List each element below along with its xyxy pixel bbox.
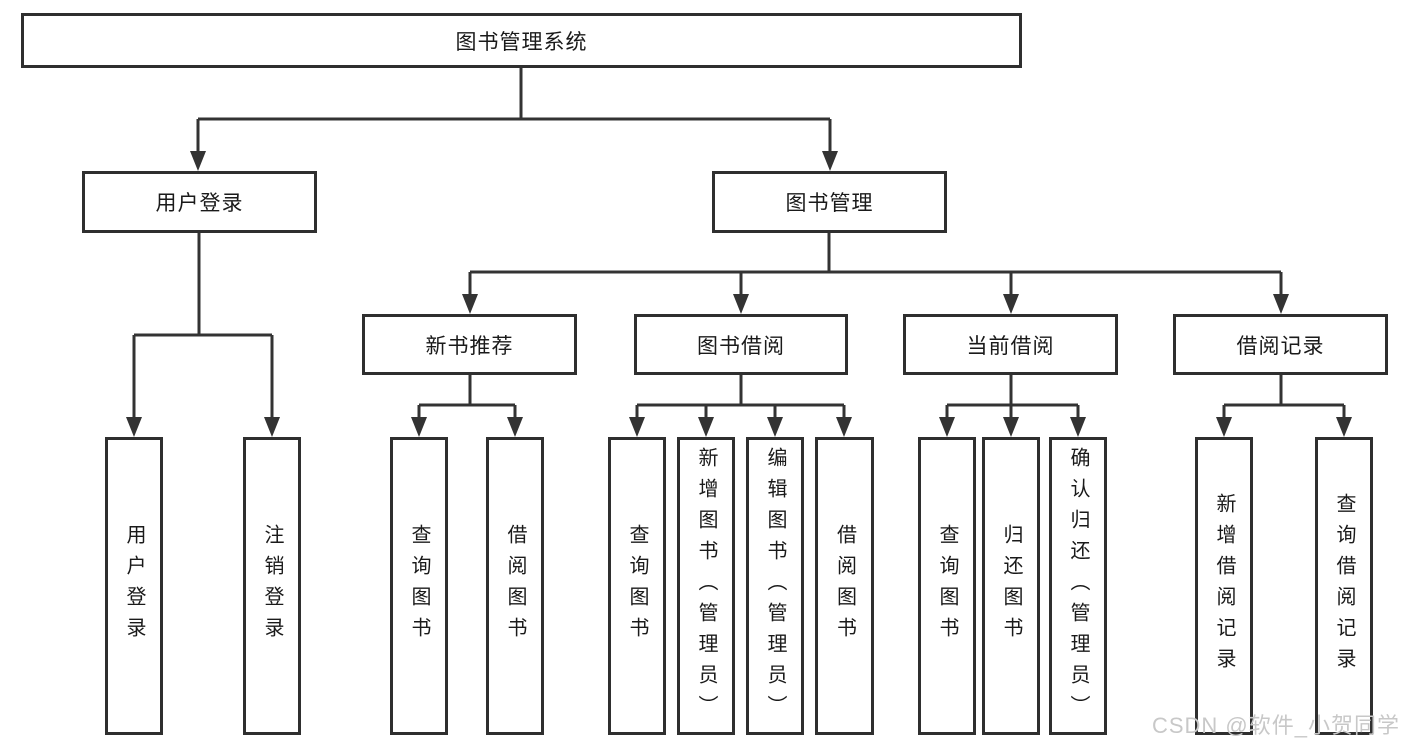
arrowhead-icon <box>1336 417 1352 437</box>
node-root-label: 图书管理系统 <box>455 30 588 54</box>
arrowhead-icon <box>1003 294 1019 314</box>
node-book-management-label: 图书管理 <box>785 192 874 215</box>
node-leaf-logout: 注销登录 <box>243 437 301 735</box>
arrowhead-icon <box>629 417 645 437</box>
node-leaf-recommend-borrow-books-label: 借阅图书 <box>504 524 526 648</box>
node-leaf-records-add-record-label: 新增借阅记录 <box>1213 493 1235 679</box>
connector-borrow-records-children <box>1222 375 1346 419</box>
node-leaf-current-confirm-return: 确认归还（管理员） <box>1049 437 1107 735</box>
connector-book-management-children <box>468 233 1283 296</box>
arrowhead-icon <box>698 417 714 437</box>
node-leaf-borrow-borrow-books-label: 借阅图书 <box>833 524 856 648</box>
arrowhead-icon <box>411 417 427 437</box>
arrowhead-icon <box>462 294 478 314</box>
arrowhead-icon <box>1216 417 1232 437</box>
node-root: 图书管理系统 <box>21 13 1022 68</box>
node-leaf-recommend-borrow-books: 借阅图书 <box>486 437 544 735</box>
node-leaf-user-login: 用户登录 <box>105 437 163 735</box>
node-leaf-current-return-books: 归还图书 <box>982 437 1040 735</box>
csdn-watermark: CSDN @软件_小贺同学 <box>1151 713 1400 738</box>
node-leaf-recommend-query-books-label: 查询图书 <box>408 524 430 648</box>
arrowhead-icon <box>1273 294 1289 314</box>
node-leaf-borrow-add-books-label: 新增图书（管理员） <box>695 446 717 726</box>
arrowhead-icon <box>733 294 749 314</box>
connector-user-login-children <box>132 233 274 419</box>
node-borrow-records: 借阅记录 <box>1173 314 1388 375</box>
connector-root-to-level2 <box>196 68 832 153</box>
connector-book-borrow-children <box>635 375 846 419</box>
node-current-borrow: 当前借阅 <box>903 314 1118 375</box>
node-leaf-logout-label: 注销登录 <box>261 524 283 648</box>
node-leaf-current-query-books-label: 查询图书 <box>936 524 958 648</box>
node-leaf-records-query-record-label: 查询借阅记录 <box>1333 493 1355 679</box>
arrowhead-icon <box>507 417 523 437</box>
node-leaf-borrow-add-books: 新增图书（管理员） <box>677 437 735 735</box>
node-leaf-borrow-query-books: 查询图书 <box>608 437 666 735</box>
node-user-login: 用户登录 <box>82 171 317 233</box>
arrowhead-icon <box>822 151 838 171</box>
arrowhead-icon <box>190 151 206 171</box>
node-leaf-records-add-record: 新增借阅记录 <box>1195 437 1253 735</box>
node-new-book-recommend-label: 新书推荐 <box>425 334 514 358</box>
node-leaf-borrow-borrow-books: 借阅图书 <box>815 437 874 735</box>
arrowhead-icon <box>1070 417 1086 437</box>
node-book-borrow: 图书借阅 <box>634 314 848 375</box>
node-book-borrow-label: 图书借阅 <box>697 334 785 358</box>
node-new-book-recommend: 新书推荐 <box>362 314 577 375</box>
node-current-borrow-label: 当前借阅 <box>966 334 1055 358</box>
arrowhead-icon <box>836 417 852 437</box>
node-book-management: 图书管理 <box>712 171 947 233</box>
node-borrow-records-label: 借阅记录 <box>1236 334 1325 358</box>
connector-new-book-recommend-children <box>417 375 517 419</box>
arrowhead-icon <box>126 417 142 437</box>
node-leaf-borrow-edit-books-label: 编辑图书（管理员） <box>764 446 786 726</box>
node-leaf-user-login-label: 用户登录 <box>123 524 145 648</box>
node-leaf-records-query-record: 查询借阅记录 <box>1315 437 1373 735</box>
node-leaf-recommend-query-books: 查询图书 <box>390 437 448 735</box>
node-leaf-current-confirm-return-label: 确认归还（管理员） <box>1067 446 1089 726</box>
arrowhead-icon <box>767 417 783 437</box>
node-leaf-current-return-books-label: 归还图书 <box>1000 524 1022 648</box>
arrowhead-icon <box>1003 417 1019 437</box>
connector-current-borrow-children <box>945 375 1080 419</box>
node-user-login-label: 用户登录 <box>155 192 244 215</box>
arrowhead-icon <box>264 417 280 437</box>
arrowhead-icon <box>939 417 955 437</box>
node-leaf-borrow-edit-books: 编辑图书（管理员） <box>746 437 804 735</box>
node-leaf-borrow-query-books-label: 查询图书 <box>626 524 648 648</box>
node-leaf-current-query-books: 查询图书 <box>918 437 976 735</box>
